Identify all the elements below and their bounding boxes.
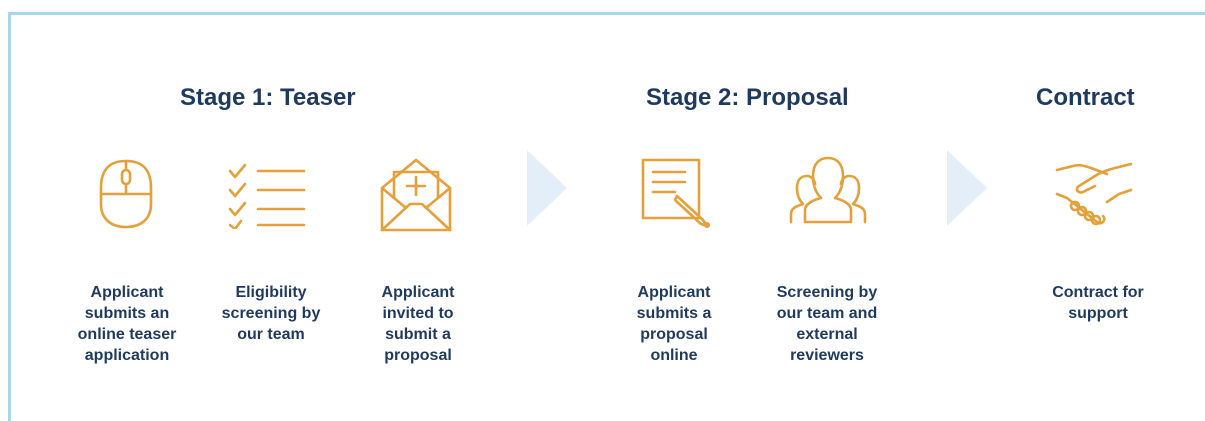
people-icon bbox=[781, 154, 875, 224]
frame-top-border bbox=[8, 12, 1205, 15]
mouse-icon bbox=[98, 158, 154, 230]
step-label-teaser-application: Applicant submits an online teaser appli… bbox=[77, 284, 177, 364]
frame-left-border bbox=[8, 12, 11, 421]
document-pen-icon bbox=[641, 158, 713, 230]
step-label-eligibility-screening: Eligibility screening by our team bbox=[221, 284, 321, 343]
arrow-right-icon bbox=[947, 150, 987, 231]
step-label-contract-support: Contract for support bbox=[1052, 284, 1144, 322]
step-label-invited-proposal: Applicant invited to submit a proposal bbox=[381, 284, 455, 364]
stage-title-proposal: Stage 2: Proposal bbox=[646, 84, 849, 111]
stage-title-contract: Contract bbox=[1036, 84, 1135, 111]
step-label-screening-reviewers: Screening by our team and external revie… bbox=[776, 284, 878, 364]
stage-title-teaser: Stage 1: Teaser bbox=[180, 84, 356, 111]
handshake-icon bbox=[1055, 160, 1133, 226]
checklist-icon bbox=[228, 163, 306, 229]
step-label-submits-proposal: Applicant submits a proposal online bbox=[636, 284, 712, 364]
arrow-right-icon bbox=[527, 150, 567, 231]
envelope-icon bbox=[380, 150, 452, 232]
